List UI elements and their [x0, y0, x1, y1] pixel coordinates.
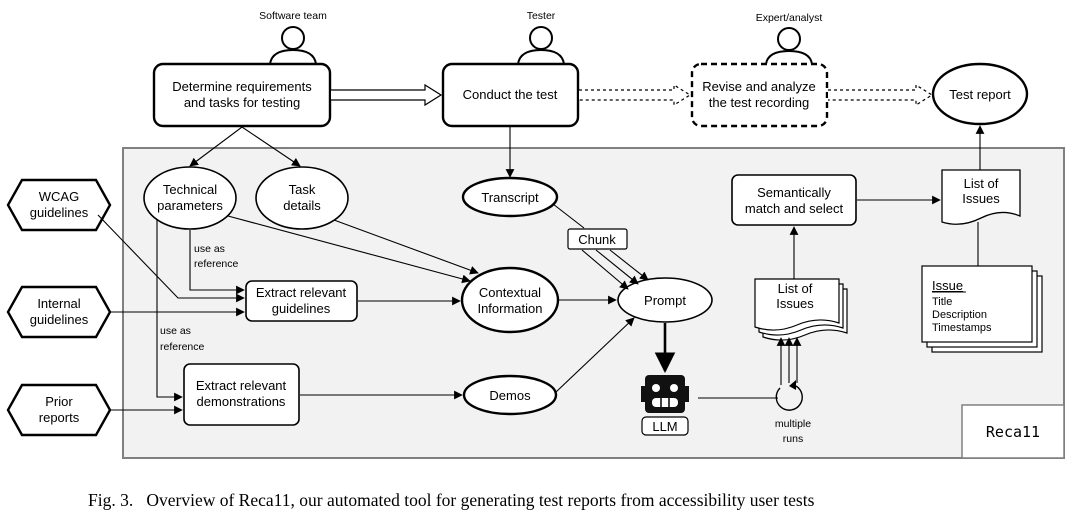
list-issues-left-line2: Issues — [776, 296, 814, 311]
conduct-test-label: Conduct the test — [463, 87, 558, 102]
task-details-node — [255, 166, 349, 230]
extract-guidelines-line2: guidelines — [272, 301, 331, 316]
prompt-label: Prompt — [644, 293, 686, 308]
revise-line1: Revise and analyze — [702, 79, 815, 94]
wcag-line2: guidelines — [30, 205, 89, 220]
reference-label-2-line2: reference — [160, 341, 205, 353]
test-report-node — [931, 62, 1029, 126]
reference-label-1-line2: reference — [194, 258, 239, 270]
arrow-req-to-conduct — [331, 83, 443, 107]
issue-card-field-title: Title — [932, 296, 952, 308]
extract-guidelines-line1: Extract relevant — [256, 285, 347, 300]
revise-line2: the test recording — [709, 95, 809, 110]
reca11-label: Reca11 — [986, 423, 1040, 441]
technical-line2: parameters — [157, 198, 223, 213]
list-issues-left-line1: List of — [778, 281, 813, 296]
revise-box — [690, 62, 829, 128]
issue-card-title: Issue — [932, 278, 963, 293]
chunk-box — [567, 228, 628, 250]
list-of-issues-document — [941, 169, 1021, 225]
software-team-label: Software team — [259, 10, 327, 22]
internal-line2: guidelines — [30, 312, 89, 327]
semantic-line2: match and select — [745, 201, 844, 216]
test-report-label: Test report — [949, 87, 1011, 102]
list-issues-top-line2: Issues — [962, 191, 1000, 206]
requirements-line1: Determine requirements — [172, 79, 312, 94]
issue-card-field-timestamps: Timestamps — [932, 322, 992, 334]
prompt-node — [617, 277, 713, 323]
arrow-revise-to-report — [828, 83, 934, 107]
requirements-line2: and tasks for testing — [184, 95, 300, 110]
llm-label: LLM — [652, 419, 677, 434]
technical-line1: Technical — [163, 182, 217, 197]
technical-parameters-node — [143, 166, 237, 230]
reca11-label-box — [961, 404, 1065, 459]
list-of-issues-stack — [754, 278, 848, 341]
extract-demos-box — [183, 363, 300, 426]
expert-person-icon — [765, 27, 813, 65]
extract-demos-line2: demonstrations — [197, 394, 286, 409]
extract-demos-line1: Extract relevant — [196, 378, 287, 393]
contextual-information-node — [460, 266, 560, 334]
semantic-line1: Semantically — [757, 185, 831, 200]
robot-icon — [641, 375, 689, 413]
wcag-line1: WCAG — [39, 189, 79, 204]
transcript-label: Transcript — [481, 190, 539, 205]
conduct-test-box — [441, 62, 580, 128]
tester-label: Tester — [527, 10, 556, 22]
task-line1: Task — [289, 182, 316, 197]
reference-label-1-line1: use as — [194, 243, 225, 255]
expert-label: Expert/analyst — [756, 12, 823, 24]
llm-label-box — [641, 416, 689, 436]
issue-card-stack — [921, 265, 1043, 353]
extract-guidelines-box — [245, 280, 358, 322]
prior-reports-node — [6, 383, 112, 437]
internal-line1: Internal — [37, 296, 80, 311]
multiple-runs-icon — [775, 385, 803, 411]
software-team-person-icon — [269, 26, 317, 65]
demos-node — [462, 374, 558, 416]
issue-card-field-description: Description — [932, 309, 987, 321]
prior-line2: reports — [39, 410, 80, 425]
multiple-runs-line1: multiple — [775, 418, 811, 430]
multiple-runs-line2: runs — [783, 433, 803, 445]
internal-guidelines-node — [6, 285, 112, 339]
figure-caption: Fig. 3. Overview of Reca11, our automate… — [88, 490, 815, 510]
tester-person-icon — [517, 26, 565, 65]
task-line2: details — [283, 198, 321, 213]
contextual-line2: Information — [477, 301, 542, 316]
multiple-runs-arrowhead — [789, 380, 796, 390]
chunk-label: Chunk — [578, 232, 616, 247]
requirements-box — [152, 62, 332, 128]
transcript-node — [461, 176, 559, 218]
contextual-line1: Contextual — [479, 285, 541, 300]
list-issues-top-line1: List of — [964, 176, 999, 191]
prior-line1: Prior — [45, 394, 73, 409]
semantic-match-box — [731, 174, 857, 226]
reference-label-2-line1: use as — [160, 325, 191, 337]
wcag-guidelines-node — [6, 178, 112, 232]
arrow-conduct-to-revise — [579, 83, 692, 107]
demos-label: Demos — [489, 388, 531, 403]
connectors — [97, 125, 985, 415]
